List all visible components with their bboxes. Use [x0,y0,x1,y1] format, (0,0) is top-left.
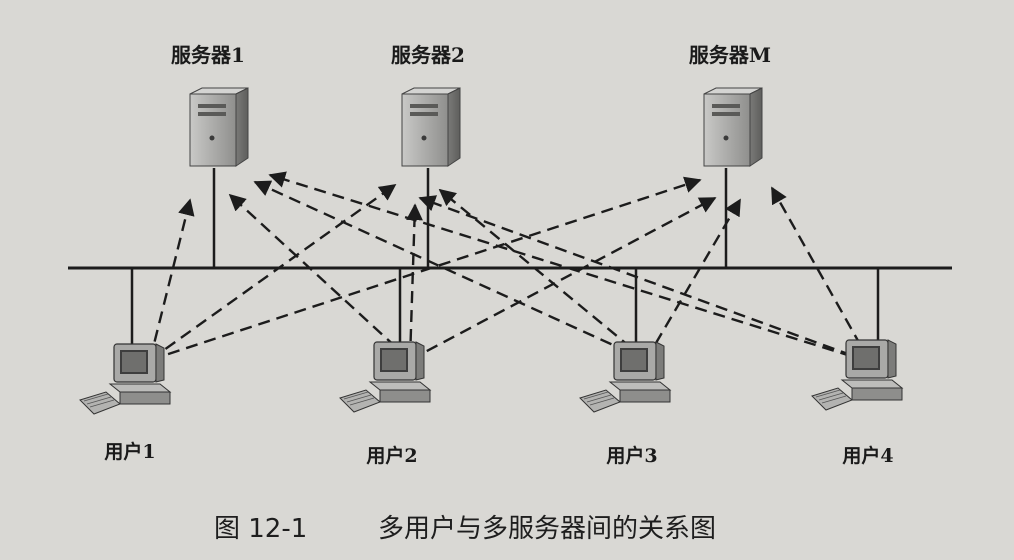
connection-u2-s1 [228,193,411,361]
keyboard-icon [579,389,621,413]
server-label: 服务器M [689,43,771,67]
figure-number: 图 12-1 [214,514,307,544]
connection-u2-s2 [406,203,423,361]
connection-u4-s2 [418,195,871,364]
server-s2: 服务器2 [391,43,465,167]
keyboard-icon [339,389,381,413]
server-label: 服务器1 [171,43,245,67]
connection-u4-sm [770,186,872,363]
connection-u1-s2 [149,184,397,361]
keyboard-icon [811,387,853,411]
keyboard-icon [79,391,121,415]
user-label: 用户2 [366,444,417,467]
connection-u1-sm [149,176,702,362]
user-u4: 用户4 [811,339,904,467]
connection-u1-s1 [148,198,195,361]
user-label: 用户1 [104,440,155,463]
user-u3: 用户3 [579,341,672,467]
connection-u4-s1 [268,171,871,364]
connection-u3-sm [644,198,742,361]
figure-title: 多用户与多服务器间的关系图 [378,514,716,544]
connection-u3-s1 [253,180,647,362]
connection-lines [148,171,872,364]
user-u2: 用户2 [339,341,432,467]
user-label: 用户3 [606,444,657,467]
connection-u2-sm [409,196,717,362]
network-drops [130,168,880,352]
user-u1: 用户1 [79,343,172,463]
server-s1: 服务器1 [171,43,249,167]
server-sm: 服务器M [689,43,771,167]
user-label: 用户4 [842,444,893,467]
server-label: 服务器2 [391,43,465,67]
connection-u3-s2 [438,188,647,361]
